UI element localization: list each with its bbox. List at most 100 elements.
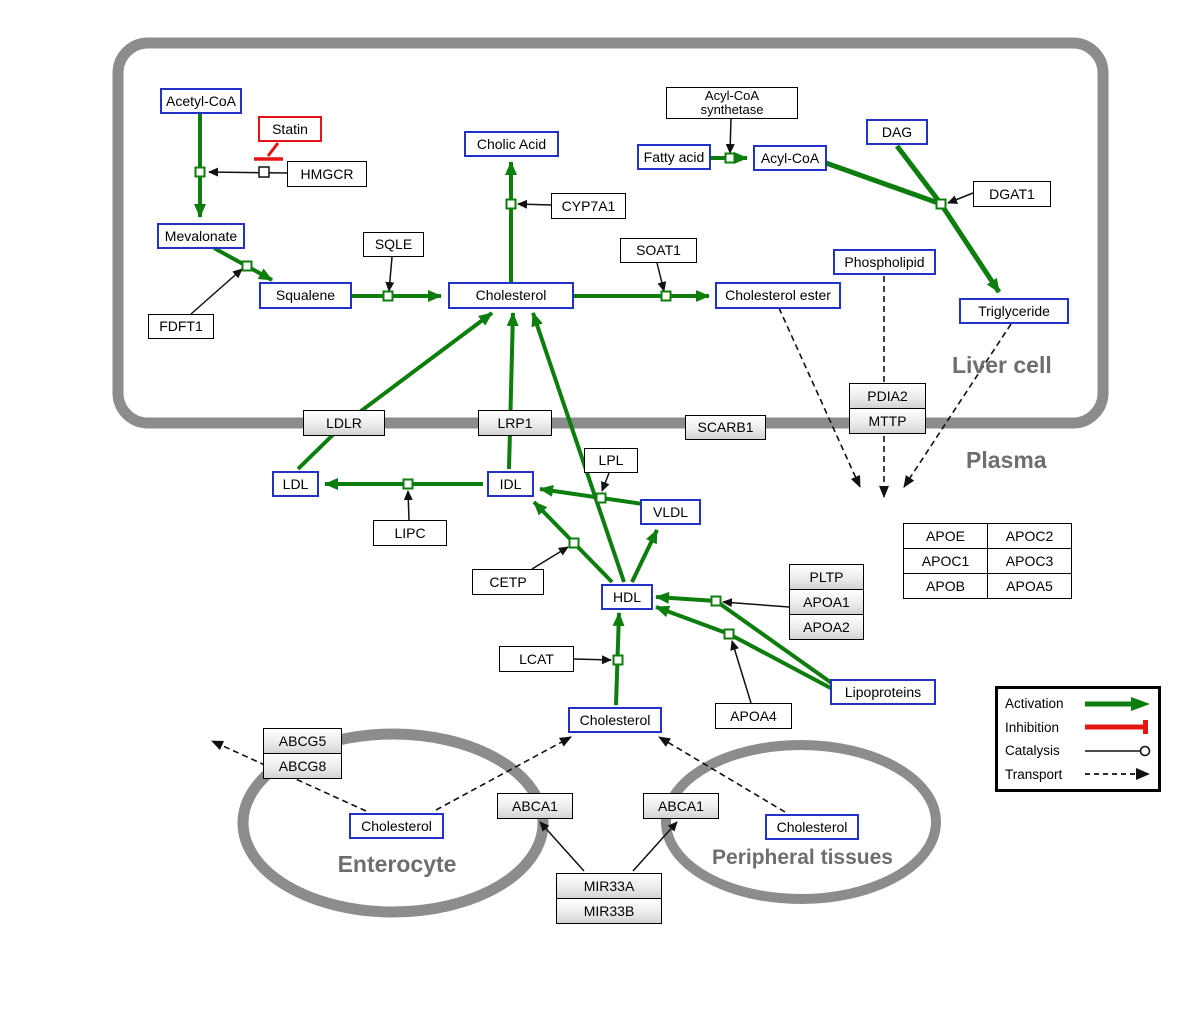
node-pdia2[interactable]: PDIA2 [849,383,926,409]
legend-transport-label: Transport [1005,766,1063,782]
node-abcg5[interactable]: ABCG5 [263,728,342,754]
node-statin[interactable]: Statin [258,116,322,142]
edge-dgat1-catalysis [947,192,974,204]
acyl-coa-synthetase-line2: synthetase [700,102,764,117]
node-dgat1[interactable]: DGAT1 [973,181,1051,207]
edge-cetp-catalysis [531,546,569,570]
label-peripheral-tissues: Peripheral tissues [712,846,893,869]
node-apoa1[interactable]: APOA1 [789,589,864,615]
legend: Activation Inhibition Catalysis Transpor… [995,686,1161,792]
node-vldl[interactable]: VLDL [640,499,701,525]
edge-mir33-to-abca1-peripheral [632,821,678,872]
label-plasma: Plasma [966,447,1047,473]
edge-lcat-catalysis [573,655,612,665]
node-cholic-acid[interactable]: Cholic Acid [464,131,559,157]
activation-arrow-icon [1085,696,1150,711]
node-ldl[interactable]: LDL [272,471,319,497]
edge-vldl-to-idl [539,484,644,506]
edge-idl-lrp1-uptake [506,312,519,470]
node-lipc[interactable]: LIPC [373,520,447,546]
node-pltp[interactable]: PLTP [789,564,864,590]
edge-acylcoa-synthetase-catalysis [725,117,735,154]
legend-catalysis-row: Catalysis [1005,740,1151,762]
node-acetyl-coa[interactable]: Acetyl-CoA [160,88,242,114]
edge-hdl-to-liver-cholesterol [531,312,626,583]
legend-catalysis-label: Catalysis [1005,743,1060,759]
catalysis-edges [190,117,974,872]
node-apoc1[interactable]: APOC1 [903,548,988,574]
node-cholesterol-ester[interactable]: Cholesterol ester [715,282,841,309]
node-lipoproteins[interactable]: Lipoproteins [830,679,936,705]
node-mir33b[interactable]: MIR33B [556,898,662,924]
label-liver-cell: Liver cell [952,352,1052,378]
legend-inhibition-label: Inhibition [1005,719,1060,735]
label-enterocyte: Enterocyte [337,851,457,877]
legend-activation-row: Activation [1005,693,1151,715]
edge-dag-to-triglyceride [895,144,940,202]
edge-apoa4-catalysis [730,640,752,704]
node-apoa5[interactable]: APOA5 [987,573,1072,599]
edge-cyp7a1-catalysis [517,199,552,209]
node-cholesterol-peripheral[interactable]: Cholesterol [765,814,859,840]
edge-cholesterol-ester-secretion [778,307,861,488]
node-apoe[interactable]: APOE [903,523,988,549]
edge-pltp-apoa-catalysis [722,598,790,608]
node-ldlr[interactable]: LDLR [303,410,385,436]
edge-lipc-catalysis [403,490,413,521]
inhibition-tbar-icon [1085,720,1148,735]
node-cholesterol-liver[interactable]: Cholesterol [448,282,574,309]
edge-peripheral-cholesterol-efflux [658,736,786,813]
edge-ldl-ldlr-uptake [296,311,494,471]
node-scarb1[interactable]: SCARB1 [685,415,766,440]
legend-activation-label: Activation [1005,696,1064,712]
node-dag[interactable]: DAG [866,119,928,145]
node-lrp1[interactable]: LRP1 [478,410,552,436]
edge-fdft1-catalysis [190,268,243,315]
node-fdft1[interactable]: FDFT1 [148,314,214,339]
node-triglyceride[interactable]: Triglyceride [959,298,1069,324]
edge-statin-inhibition [266,142,280,157]
inhibition-edge [254,142,283,178]
node-hmgcr[interactable]: HMGCR [287,161,367,187]
edge-enterocyte-cholesterol-efflux [435,736,572,811]
node-sqle[interactable]: SQLE [363,232,424,257]
node-lcat[interactable]: LCAT [499,646,574,672]
edge-lpl-catalysis [601,472,610,492]
node-apoa4[interactable]: APOA4 [715,703,792,729]
process-nodes [194,152,947,666]
catalysis-circle-icon [1085,745,1151,757]
node-apoc3[interactable]: APOC3 [987,548,1072,574]
node-mir33a[interactable]: MIR33A [556,873,662,899]
node-mevalonate[interactable]: Mevalonate [157,223,245,249]
node-apoa2[interactable]: APOA2 [789,614,864,640]
node-abca1-enterocyte[interactable]: ABCA1 [497,793,573,819]
node-soat1[interactable]: SOAT1 [620,238,697,263]
node-cyp7a1[interactable]: CYP7A1 [551,193,626,219]
node-apob[interactable]: APOB [903,573,988,599]
edge-hdl-to-vldl [630,529,659,583]
node-cetp[interactable]: CETP [472,569,544,595]
edge-soat1-catalysis [656,262,667,292]
node-fatty-acid[interactable]: Fatty acid [637,144,711,170]
node-squalene[interactable]: Squalene [259,282,352,309]
edge-mir33-to-abca1-enterocyte [539,821,585,872]
node-cholesterol-plasma[interactable]: Cholesterol [568,707,662,733]
acyl-coa-synthetase-line1: Acyl-CoA [704,88,760,104]
legend-inhibition-row: Inhibition [1005,716,1151,738]
node-idl[interactable]: IDL [487,471,534,497]
node-abcg8[interactable]: ABCG8 [263,753,342,779]
node-acyl-coa-synthetase[interactable]: Acyl-CoA synthetase [666,87,798,119]
node-acyl-coa2[interactable]: Acyl-CoA [753,145,827,171]
edge-triglyceride-secretion [903,323,1012,488]
node-cholesterol-enterocyte[interactable]: Cholesterol [349,813,444,839]
node-apoc2[interactable]: APOC2 [987,523,1072,549]
node-abca1-peripheral[interactable]: ABCA1 [643,793,719,819]
node-lpl[interactable]: LPL [584,448,638,473]
edge-sqle-catalysis [385,256,395,292]
node-phospholipid[interactable]: Phospholipid [833,249,936,275]
node-hdl[interactable]: HDL [601,584,653,610]
node-mttp[interactable]: MTTP [849,408,926,434]
liver-cell-membrane [112,37,1109,429]
